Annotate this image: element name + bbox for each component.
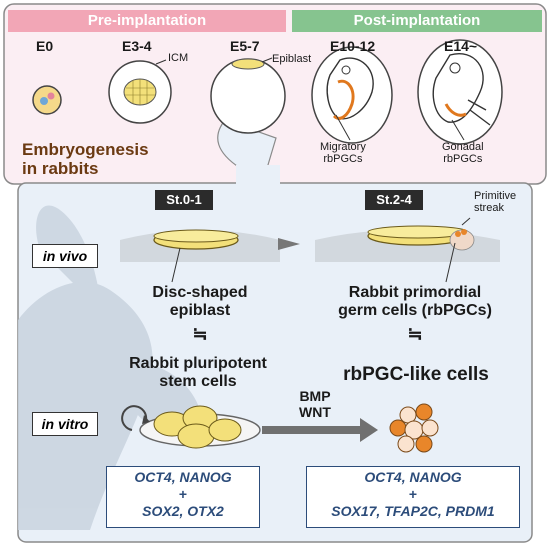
markers-stem-plus: + bbox=[178, 486, 188, 502]
induction-arrow bbox=[262, 418, 378, 442]
disc-epiblast-label: Disc-shaped epiblast bbox=[152, 284, 248, 319]
section-title: Embryogenesis in rabbits bbox=[22, 140, 149, 178]
in-vivo-tag: in vivo bbox=[32, 244, 98, 268]
markers-stem-line1: OCT4, NANOG bbox=[134, 469, 232, 485]
e5-blastocyst bbox=[210, 57, 286, 134]
e14-embryo bbox=[417, 39, 503, 145]
stem-cell-label: Rabbit pluripotent stem cells bbox=[129, 355, 267, 390]
stage-tag-left: St.0-1 bbox=[155, 190, 213, 210]
in-vitro-tag: in vitro bbox=[32, 412, 98, 436]
e0-zygote bbox=[32, 85, 62, 115]
stage-e3-4: E3-4 bbox=[122, 38, 152, 54]
approx-left: ≒ bbox=[192, 324, 208, 344]
markers-stem-line2: SOX2, OTX2 bbox=[142, 503, 224, 519]
e10-embryo bbox=[311, 46, 393, 144]
wedge-join bbox=[236, 165, 280, 187]
pgclc-label: rbPGC-like cells bbox=[343, 364, 489, 385]
pgclc-aggregate bbox=[389, 403, 439, 453]
e3-blastocyst bbox=[108, 59, 172, 124]
stage-tag-right: St.2-4 bbox=[365, 190, 423, 210]
stage-e5-7: E5-7 bbox=[230, 38, 260, 54]
post-implantation-bar: Post-implantation bbox=[292, 10, 542, 32]
induction-factors: BMP WNT bbox=[299, 388, 331, 420]
pre-implantation-bar: Pre-implantation bbox=[8, 10, 286, 32]
disc-epiblast bbox=[153, 229, 239, 283]
markers-pgclc-line2: SOX17, TFAP2C, PRDM1 bbox=[331, 503, 495, 519]
icm-label: ICM bbox=[168, 52, 189, 64]
migratory-label: Migratory rbPGCs bbox=[320, 141, 366, 165]
markers-stem-box: OCT4, NANOG + SOX2, OTX2 bbox=[106, 466, 260, 528]
stem-cell-dish bbox=[121, 405, 261, 449]
markers-pgclc-plus: + bbox=[408, 486, 418, 502]
primitive-streak-label: Primitive streak bbox=[474, 190, 517, 214]
streak-epiblast bbox=[367, 217, 475, 283]
markers-pgclc-line1: OCT4, NANOG bbox=[364, 469, 462, 485]
stage-e10-12: E10-12 bbox=[330, 38, 376, 54]
markers-pgclc-box: OCT4, NANOG + SOX17, TFAP2C, PRDM1 bbox=[306, 466, 520, 528]
gonadal-label: Gonadal rbPGCs bbox=[442, 141, 484, 165]
rbpgc-label: Rabbit primordial germ cells (rbPGCs) bbox=[338, 284, 492, 319]
stage-e14: E14~ bbox=[444, 38, 478, 54]
epiblast-label: Epiblast bbox=[272, 53, 312, 65]
approx-right: ≒ bbox=[407, 324, 423, 344]
stage-arrow bbox=[278, 238, 300, 250]
stage-e0: E0 bbox=[36, 38, 54, 54]
